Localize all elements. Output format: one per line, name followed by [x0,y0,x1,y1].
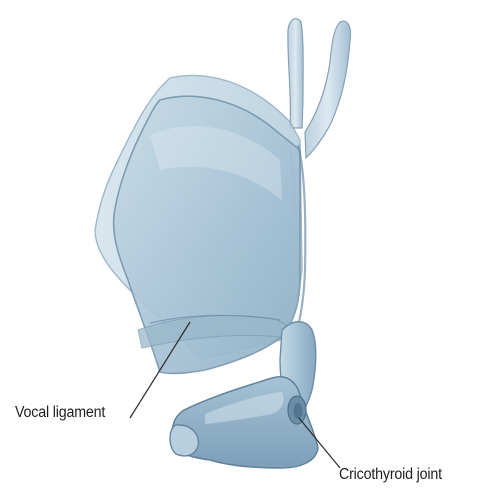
vocal-ligament-label: Vocal ligament [15,404,105,422]
cricothyroid-joint-label: Cricothyroid joint [339,466,442,484]
superior-horn-right [305,21,351,158]
joint-facet-inner [294,403,303,419]
superior-horn-left [288,19,303,128]
